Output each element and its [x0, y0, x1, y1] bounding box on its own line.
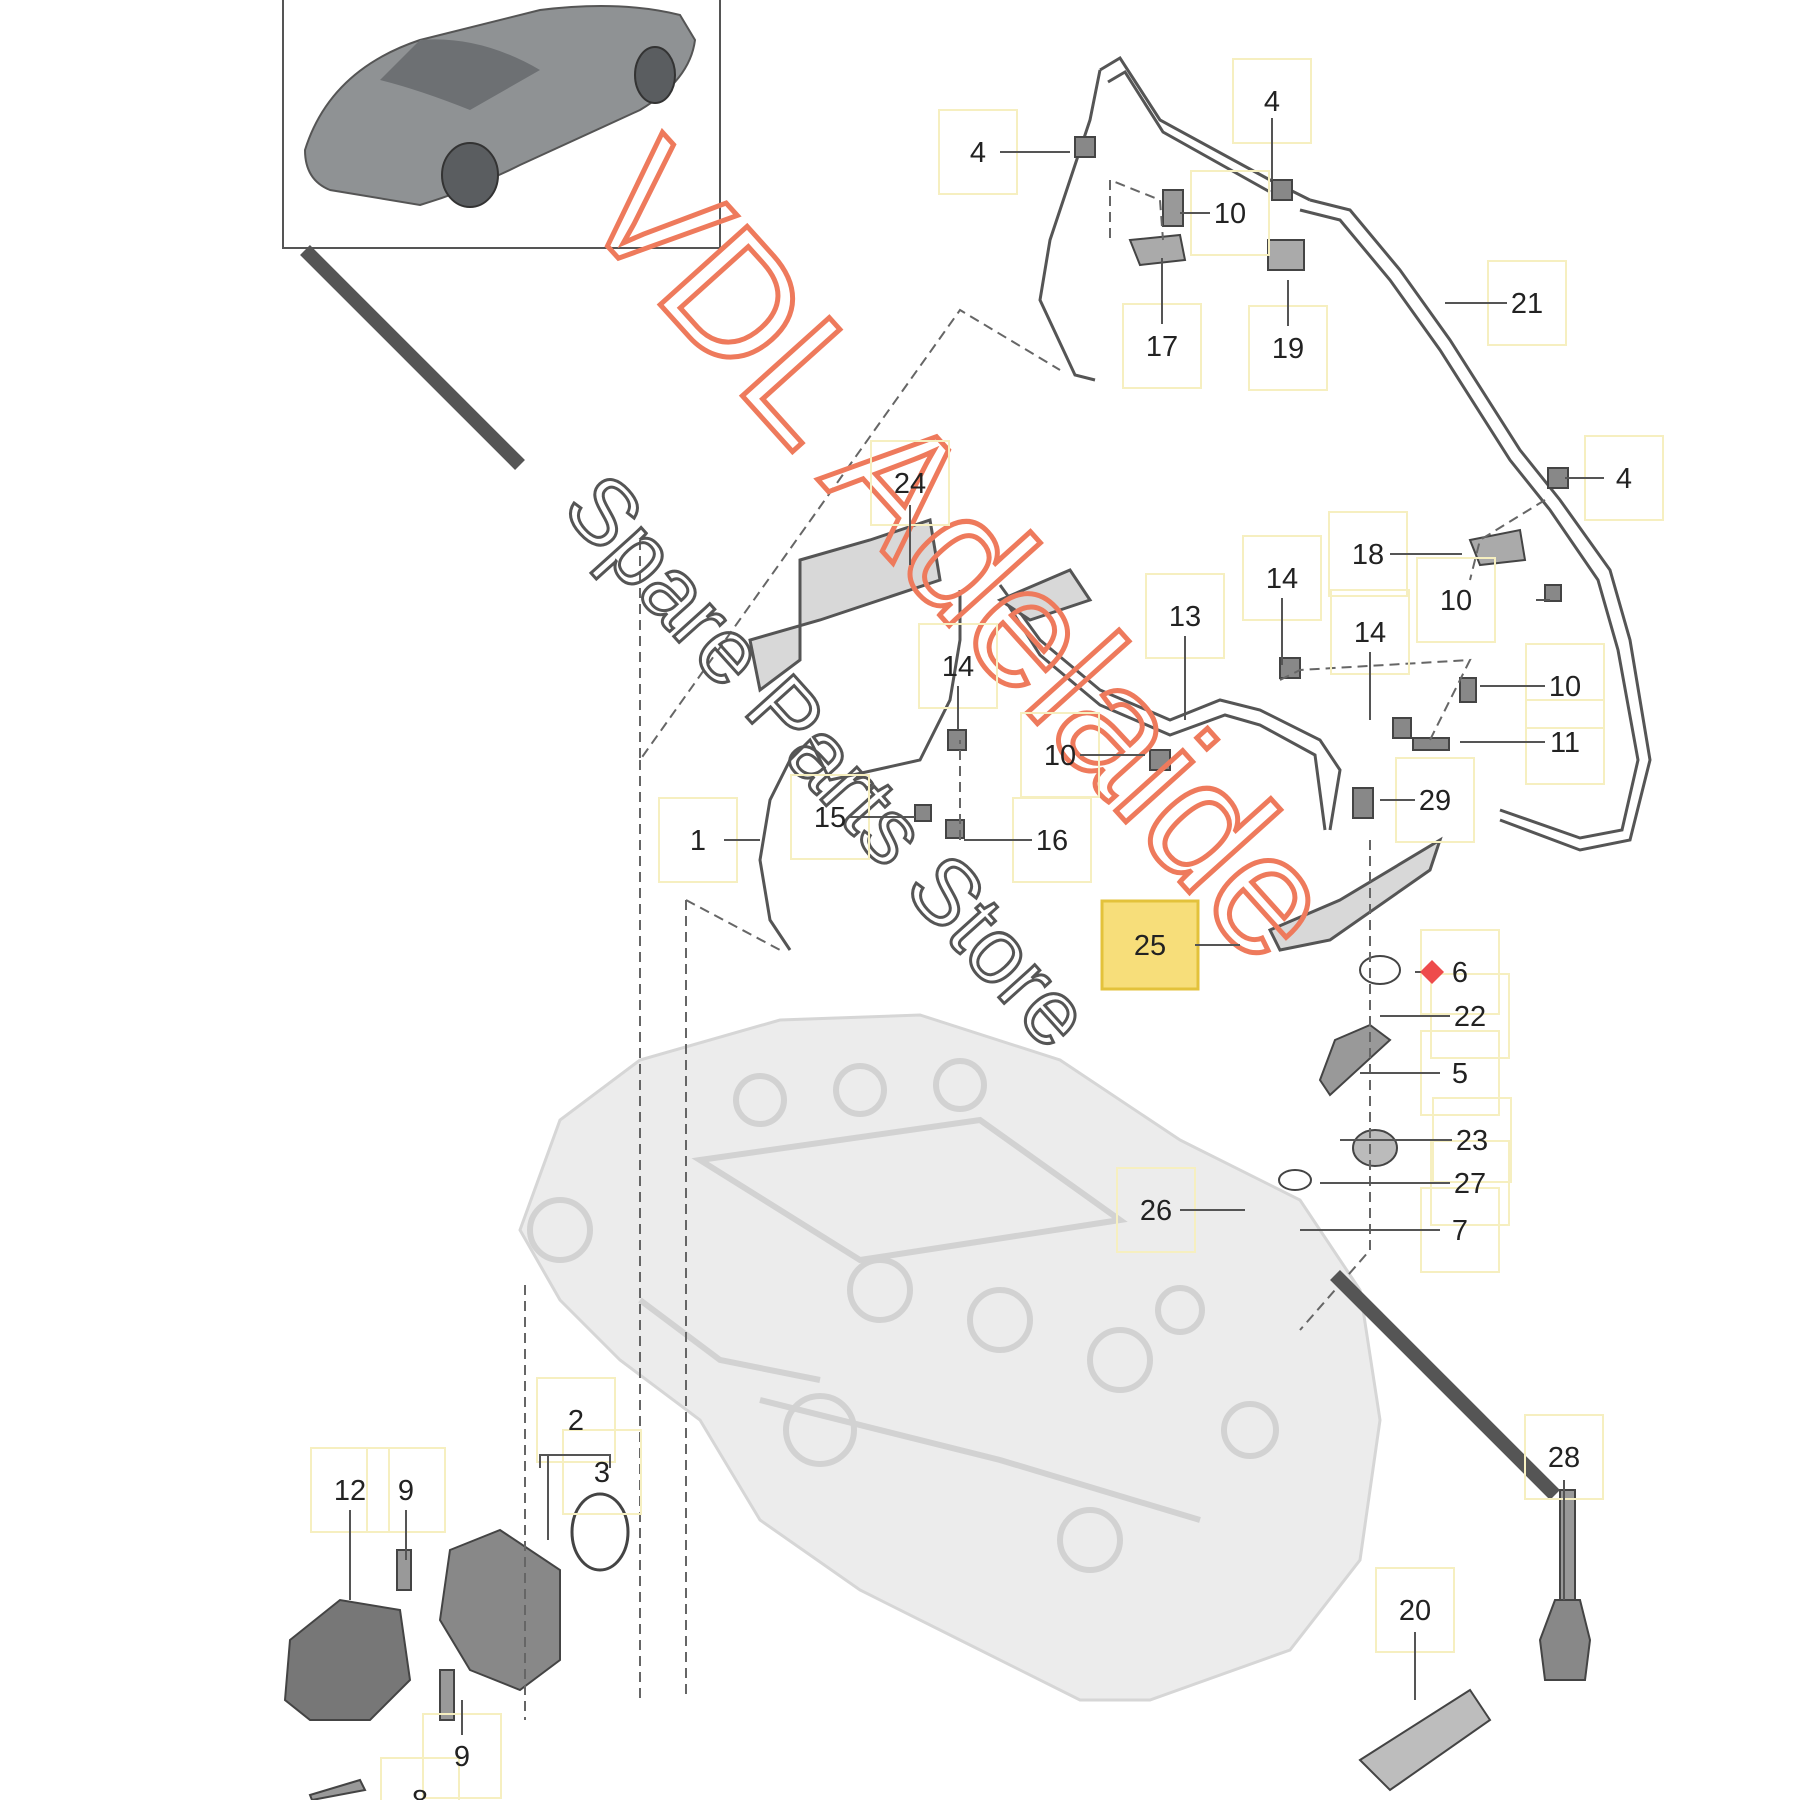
callout-label-27: 27: [1454, 1168, 1486, 1200]
callout-label-5: 5: [1452, 1058, 1468, 1090]
engine-block: [518, 1013, 1382, 1702]
callout-label-15: 15: [814, 802, 846, 834]
callout-box: [562, 1429, 642, 1515]
callout-box-highlighted: [1100, 899, 1200, 991]
callout-label-26: 26: [1140, 1195, 1172, 1227]
callout-label-17: 17: [1146, 331, 1178, 363]
callout-label-8: 8: [412, 1785, 428, 1800]
callout-label-7: 7: [1452, 1215, 1468, 1247]
callout-leaders: [349, 118, 1604, 1735]
callout-label-25: 25: [1134, 930, 1166, 962]
callout-label-10: 10: [1440, 585, 1472, 617]
callouts-layer: 1234445678991010101011121314141415161718…: [310, 58, 1664, 1800]
callout-label-2: 2: [568, 1405, 584, 1437]
callout-label-21: 21: [1511, 288, 1543, 320]
callout-label-6: 6: [1452, 957, 1468, 989]
callout-label-11: 11: [1550, 727, 1580, 759]
callout-labels: 1234445678991010101011121314141415161718…: [334, 86, 1632, 1800]
callout-label-14: 14: [942, 651, 974, 683]
watermark: VDL Adelaide Spare Parts Store: [544, 105, 1377, 1068]
components: [283, 136, 1592, 1800]
callout-label-24: 24: [894, 468, 926, 500]
callout-label-1: 1: [690, 825, 706, 857]
callout-label-4: 4: [970, 137, 986, 169]
dashed-lines: [524, 178, 1546, 1720]
callout-label-22: 22: [1454, 1001, 1486, 1033]
vehicle-thumbnail: [282, 0, 721, 249]
callout-box: [1416, 557, 1496, 643]
diamond-marker-icon: [1420, 960, 1444, 984]
callout-label-20: 20: [1399, 1595, 1431, 1627]
callout-label-28: 28: [1548, 1442, 1580, 1474]
callout-label-10: 10: [1549, 671, 1581, 703]
callout-label-12: 12: [334, 1475, 366, 1507]
callout-label-9: 9: [398, 1475, 414, 1507]
callout-label-16: 16: [1036, 825, 1068, 857]
callout-label-9: 9: [454, 1741, 470, 1773]
callout-label-18: 18: [1352, 539, 1384, 571]
callout-label-13: 13: [1169, 601, 1201, 633]
callout-label-10: 10: [1044, 740, 1076, 772]
callout-label-10: 10: [1214, 198, 1246, 230]
callout-box: [536, 1377, 616, 1463]
bracket-2-3: [539, 1454, 611, 1540]
callout-label-3: 3: [594, 1457, 610, 1489]
callout-label-4: 4: [1264, 86, 1280, 118]
callout-box: [380, 1757, 460, 1800]
callout-label-19: 19: [1272, 333, 1304, 365]
callout-label-4: 4: [1616, 463, 1632, 495]
divider-bars: [300, 245, 1560, 1500]
callout-label-23: 23: [1456, 1125, 1488, 1157]
callout-label-14: 14: [1266, 563, 1298, 595]
callout-label-14: 14: [1354, 617, 1386, 649]
callout-label-29: 29: [1419, 785, 1451, 817]
